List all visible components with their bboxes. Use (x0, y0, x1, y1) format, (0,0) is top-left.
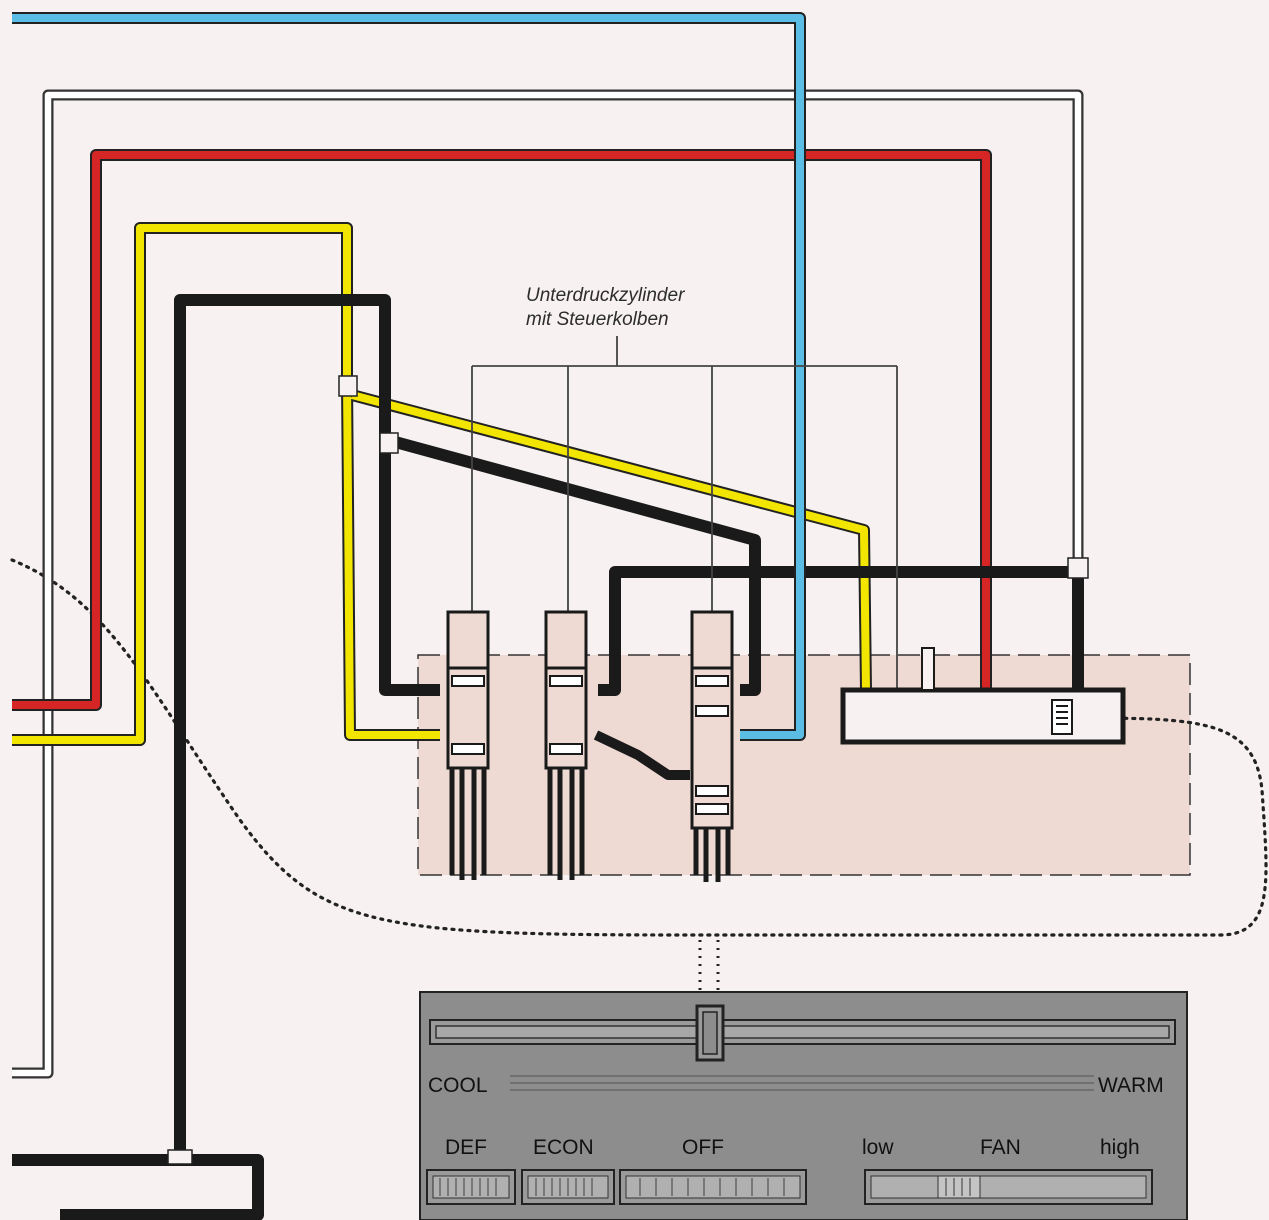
def-button[interactable] (426, 1169, 516, 1205)
temperature-scale-lines (510, 1075, 1094, 1091)
t-fitting-yellow (338, 375, 358, 397)
label-off: OFF (682, 1136, 724, 1159)
callout-line-2: mit Steuerkolben (526, 309, 669, 330)
vacuum-cylinder-2 (544, 610, 588, 880)
vacuum-cylinder-1 (446, 610, 490, 880)
control-panel: COOL WARM DEF ECON OFF low FAN high (419, 991, 1188, 1220)
hose-yellow-diagonal-core (343, 381, 870, 739)
actuator-unit (840, 647, 1126, 745)
callout-line-1: Unterdruckzylinder (526, 285, 685, 306)
hose-blue-core (12, 14, 804, 739)
hose-white-core (12, 91, 1082, 1077)
vacuum-cylinder-3 (690, 610, 734, 882)
hose-yellow-outer-core (12, 224, 351, 744)
button-ribbing (439, 1178, 971, 1196)
label-warm: WARM (1098, 1074, 1164, 1097)
fan-speed-slider[interactable] (864, 1169, 1153, 1205)
label-fan-low: low (862, 1136, 894, 1159)
label-econ: ECON (533, 1136, 594, 1159)
label-fan-high: high (1100, 1136, 1140, 1159)
hose-red-core (12, 151, 990, 709)
hose-blue (12, 12, 806, 741)
hose-black-upper-run (598, 566, 1084, 696)
hose-black-cross (593, 730, 690, 780)
off-button[interactable] (619, 1169, 807, 1205)
t-fitting-right (1067, 557, 1089, 579)
label-cool: COOL (428, 1074, 488, 1097)
t-fitting-black (379, 432, 399, 454)
label-fan: FAN (980, 1136, 1021, 1159)
control-cable-path (10, 558, 1268, 937)
hose-white (12, 89, 1084, 1079)
callout-label: Unterdruckzylinder mit Steuerkolben (526, 284, 684, 332)
label-def: DEF (445, 1136, 487, 1159)
hose-black-diagonal (386, 434, 761, 696)
hose-black-main (12, 294, 440, 1220)
t-fitting-bottom (167, 1149, 193, 1165)
callout-leaders (471, 336, 898, 705)
